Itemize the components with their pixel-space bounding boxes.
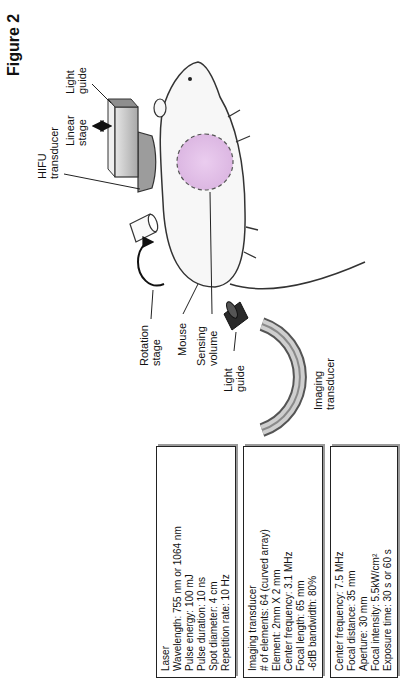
part-label: Imaging transducer <box>312 358 336 410</box>
parameter-line: # of elements: 64 (curved array) <box>259 453 271 671</box>
figure-title: Figure 2 <box>5 14 23 76</box>
box-heading: Center frequency: 7.5 MHz <box>334 453 346 671</box>
light-guide-white <box>130 213 160 242</box>
part-label: Sensing volume <box>195 326 219 366</box>
parameter-box: Center frequency: 7.5 MHzFocal distance:… <box>330 446 398 678</box>
parameter-line: Pulse energy: 100 mJ <box>184 453 196 671</box>
imaging-transducer-arc <box>262 324 300 430</box>
parameter-line: Spot diameter: 4 cm <box>208 453 220 671</box>
parameter-line: Element: 2mm X 2 mm <box>271 453 283 671</box>
part-label: Linear stage <box>64 115 88 146</box>
part-label: Rotation stage <box>138 325 162 366</box>
box-heading: Laser <box>160 453 172 671</box>
leader-lines <box>64 84 236 351</box>
parameter-line: Pulse duration: 10 ns <box>196 453 208 671</box>
parameter-line: Exposure time: 30 s or 60 s <box>382 453 394 671</box>
parameter-box: LaserWavelength: 755 nm or 1064 nmPulse … <box>156 446 236 678</box>
linear-stage-arrow <box>94 125 110 127</box>
mouse-drawing <box>154 62 365 289</box>
box-heading: Imaging transducer <box>247 453 259 671</box>
parameter-line: Repetition rate: 10 Hz <box>220 453 232 671</box>
parameter-line: Focal intensity: 5.5kW/cm² <box>370 453 382 671</box>
parameter-line: Focal length: 65 mm <box>295 453 307 671</box>
sensing-volume <box>177 134 233 190</box>
parameter-line: Focal distance: 35 mm <box>346 453 358 671</box>
hifu-assembly <box>108 99 156 192</box>
parameter-line: Aperture: 30 mm <box>358 453 370 671</box>
parameter-line: Wavelength: 755 nm or 1064 nm <box>172 453 184 671</box>
rotation-arrow <box>138 242 164 285</box>
parameter-line: -6dB bandwidth: 80% <box>307 453 319 671</box>
part-label: Mouse <box>176 323 188 356</box>
part-label: Light guide <box>64 67 88 94</box>
part-label: Light guide <box>222 365 246 392</box>
light-guide-dark <box>224 300 248 330</box>
parameter-line: Center frequency: 3.1 MHz <box>283 453 295 671</box>
part-label: HIFU transducer <box>36 127 60 179</box>
parameter-box: Imaging transducer# of elements: 64 (cur… <box>243 446 323 678</box>
